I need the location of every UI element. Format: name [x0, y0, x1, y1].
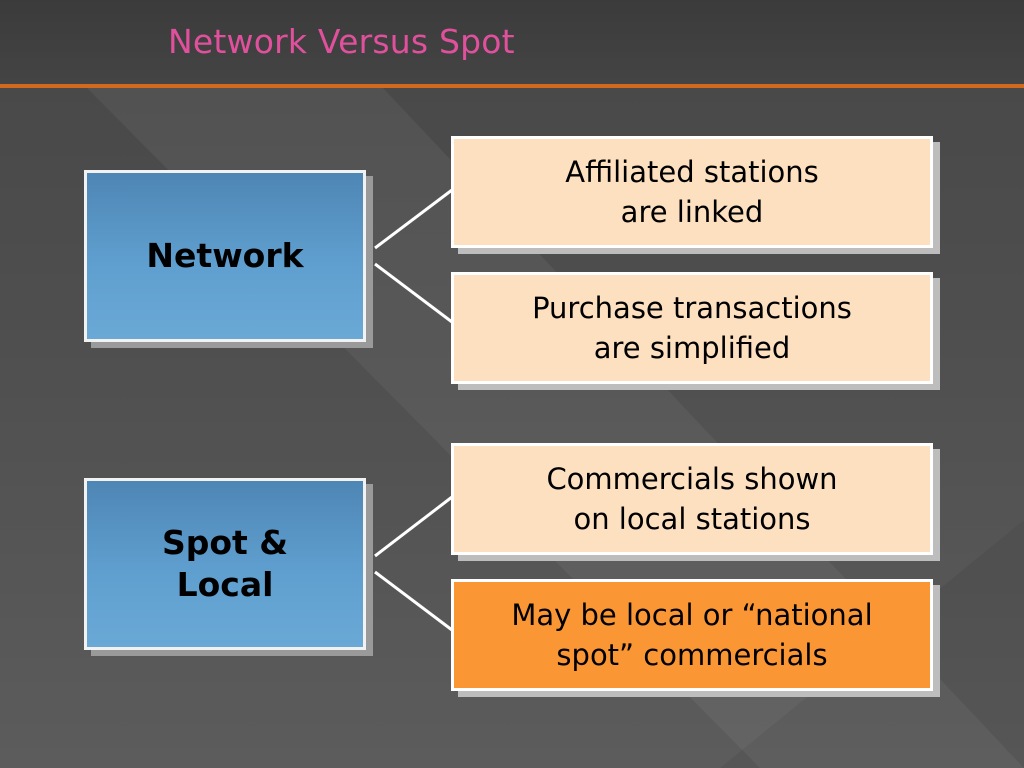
spot-local-box: Spot & Local — [84, 478, 366, 650]
network-label: Network — [146, 236, 304, 275]
title-divider — [0, 84, 1024, 88]
box-text-line1: Commercials shown — [546, 462, 838, 496]
purchase-transactions-box: Purchase transactions are simplified — [451, 272, 933, 384]
connector-network-top — [374, 188, 453, 250]
affiliated-stations-box: Affiliated stations are linked — [451, 136, 933, 248]
slide-title: Network Versus Spot — [168, 22, 515, 61]
spot-local-label-line1: Spot & — [161, 523, 289, 562]
spot-local-label-line2: Local — [176, 565, 274, 604]
box-text-line1: Affiliated stations — [565, 155, 819, 189]
box-text-line1: May be local or “national — [511, 598, 873, 632]
title-bar — [0, 0, 1024, 84]
connector-network-bottom — [374, 262, 453, 324]
connector-spot-bottom — [374, 570, 453, 632]
box-text-line2: on local stations — [573, 502, 811, 536]
commercials-shown-box: Commercials shown on local stations — [451, 443, 933, 555]
national-spot-box: May be local or “national spot” commerci… — [451, 579, 933, 691]
box-text-line2: spot” commercials — [556, 638, 828, 672]
box-text-line2: are linked — [620, 195, 764, 229]
box-text-line1: Purchase transactions — [532, 291, 852, 325]
network-box: Network — [84, 170, 366, 342]
connector-spot-top — [374, 495, 453, 558]
box-text-line2: are simplified — [593, 331, 791, 365]
